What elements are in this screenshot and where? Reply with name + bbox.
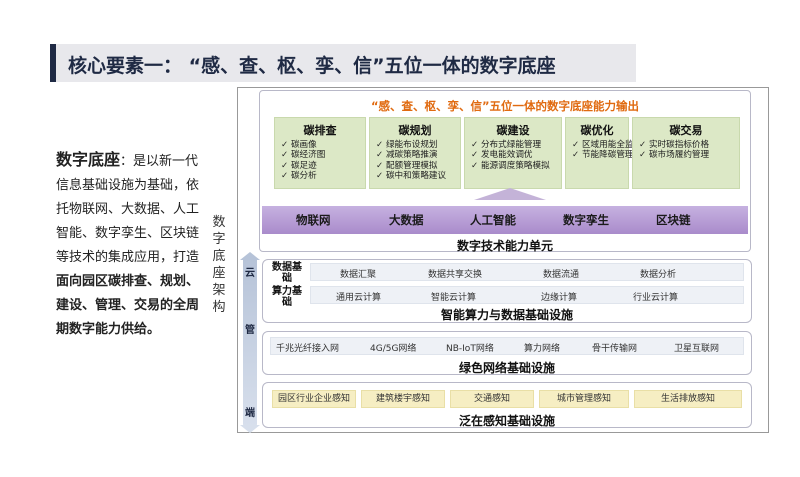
intro-text-b: 面向园区碳排查、规划、建设、管理、交易的全周期数字能力供给。 <box>56 274 200 337</box>
capability-item: 节能降碳管理 <box>572 150 634 160</box>
compute-foundation-band <box>310 286 744 304</box>
network-layer-title: 绿色网络基础设施 <box>458 361 555 375</box>
capability-box-carbon-building: 碳建设 分布式绿能管理 发电能效调优 能源调度策略模拟 <box>464 117 562 189</box>
page-title: 核心要素一： “感、查、枢、孪、信”五位一体的数字底座 <box>68 55 556 77</box>
tech-title: 数字技术能力单元 <box>456 239 553 253</box>
sensing-cell: 交通感知 <box>450 390 534 408</box>
tech-item-big-data: 大数据 <box>389 213 424 227</box>
capability-box-carbon-optimization: 碳优化 区域用能全监控 节能降碳管理 <box>565 117 642 189</box>
sensing-layer-title: 泛在感知基础设施 <box>458 414 555 428</box>
capability-title: 碳规划 <box>398 124 432 137</box>
capability-title: 碳交易 <box>669 124 703 137</box>
capability-item: 碳市场履约管理 <box>639 150 733 160</box>
sensing-cell: 园区行业企业感知 <box>272 390 356 408</box>
edge-label: 端 <box>245 408 255 419</box>
capability-item: 碳足迹 <box>281 161 359 171</box>
network-cell: NB-IoT网络 <box>446 344 494 354</box>
data-cell: 数据共享交换 <box>428 270 483 280</box>
capability-box-carbon-audit: 碳排查 碳画像 碳经济图 碳足迹 碳分析 <box>274 117 366 189</box>
capability-item: 减碳策略推演 <box>376 150 454 160</box>
side-label: 数字底座架构 <box>212 215 226 315</box>
intro-paragraph: 数字底座：是以新一代信息基础设施为基础，依托物联网、大数据、人工智能、数字孪生、… <box>56 148 206 342</box>
capability-box-carbon-trading: 碳交易 实时碳指标价格 碳市场履约管理 <box>632 117 740 189</box>
capability-item: 实时碳指标价格 <box>639 140 733 150</box>
compute-layer-title: 智能算力与数据基础设施 <box>440 308 573 322</box>
capability-title: 碳建设 <box>496 124 530 137</box>
sensing-cell: 建筑楼宇感知 <box>361 390 445 408</box>
tech-band <box>262 206 748 234</box>
arrow-down-head-icon <box>240 425 260 433</box>
compute-cell: 行业云计算 <box>633 293 679 303</box>
compute-foundation-label: 算力基础 <box>272 286 302 308</box>
tech-item-ai: 人工智能 <box>470 213 516 227</box>
cloud-pipe-edge-arrow <box>243 258 257 426</box>
tech-item-digital-twin: 数字孪生 <box>563 213 609 227</box>
capability-item: 碳经济图 <box>281 150 359 160</box>
intro-heading: 数字底座 <box>56 150 121 169</box>
sensing-cell: 生活排放感知 <box>634 390 742 408</box>
tech-item-iot: 物联网 <box>296 213 331 227</box>
data-foundation-band <box>310 263 744 281</box>
network-cell: 4G/5G网络 <box>370 344 417 354</box>
arrow-up-head-icon <box>240 252 260 260</box>
compute-cell: 智能云计算 <box>431 293 477 303</box>
network-cell: 骨干传输网 <box>592 344 638 354</box>
capability-box-carbon-planning: 碳规划 绿能布设规划 减碳策略推演 配额管理模拟 碳中和策略建议 <box>369 117 461 189</box>
capability-item: 分布式绿能管理 <box>471 140 555 150</box>
up-arrow-icon <box>474 188 546 200</box>
compute-cell: 边缘计算 <box>541 293 578 303</box>
sensing-cell: 城市管理感知 <box>539 390 629 408</box>
network-cell: 千兆光纤接入网 <box>276 344 340 354</box>
capability-title: 碳排查 <box>303 124 337 137</box>
capability-item: 碳画像 <box>281 140 359 150</box>
data-cell: 数据分析 <box>640 270 677 280</box>
cloud-label: 云 <box>245 268 255 279</box>
network-cell: 算力网络 <box>524 344 561 354</box>
capability-title: 碳优化 <box>580 124 614 137</box>
intro-text-a: ：是以新一代信息基础设施为基础，依托物联网、大数据、人工智能、数字孪生、区块链等… <box>56 154 200 265</box>
title-accent <box>50 44 56 82</box>
title-bar <box>50 44 636 82</box>
capability-heading: “感、查、枢、孪、信”五位一体的数字底座能力输出 <box>370 99 640 113</box>
data-cell: 数据汇聚 <box>340 270 377 280</box>
capability-item: 配额管理模拟 <box>376 161 454 171</box>
data-foundation-label: 数据基础 <box>272 262 302 284</box>
capability-item: 碳分析 <box>281 171 359 181</box>
data-cell: 数据流通 <box>543 270 580 280</box>
tech-item-blockchain: 区块链 <box>656 213 691 227</box>
capability-item: 碳中和策略建议 <box>376 171 454 181</box>
capability-item: 能源调度策略模拟 <box>471 161 555 171</box>
network-band <box>270 337 744 355</box>
capability-item: 发电能效调优 <box>471 150 555 160</box>
capability-item: 区域用能全监控 <box>572 140 642 150</box>
pipe-label: 管 <box>245 325 255 336</box>
compute-cell: 通用云计算 <box>336 293 382 303</box>
network-cell: 卫星互联网 <box>674 344 720 354</box>
capability-item: 绿能布设规划 <box>376 140 454 150</box>
